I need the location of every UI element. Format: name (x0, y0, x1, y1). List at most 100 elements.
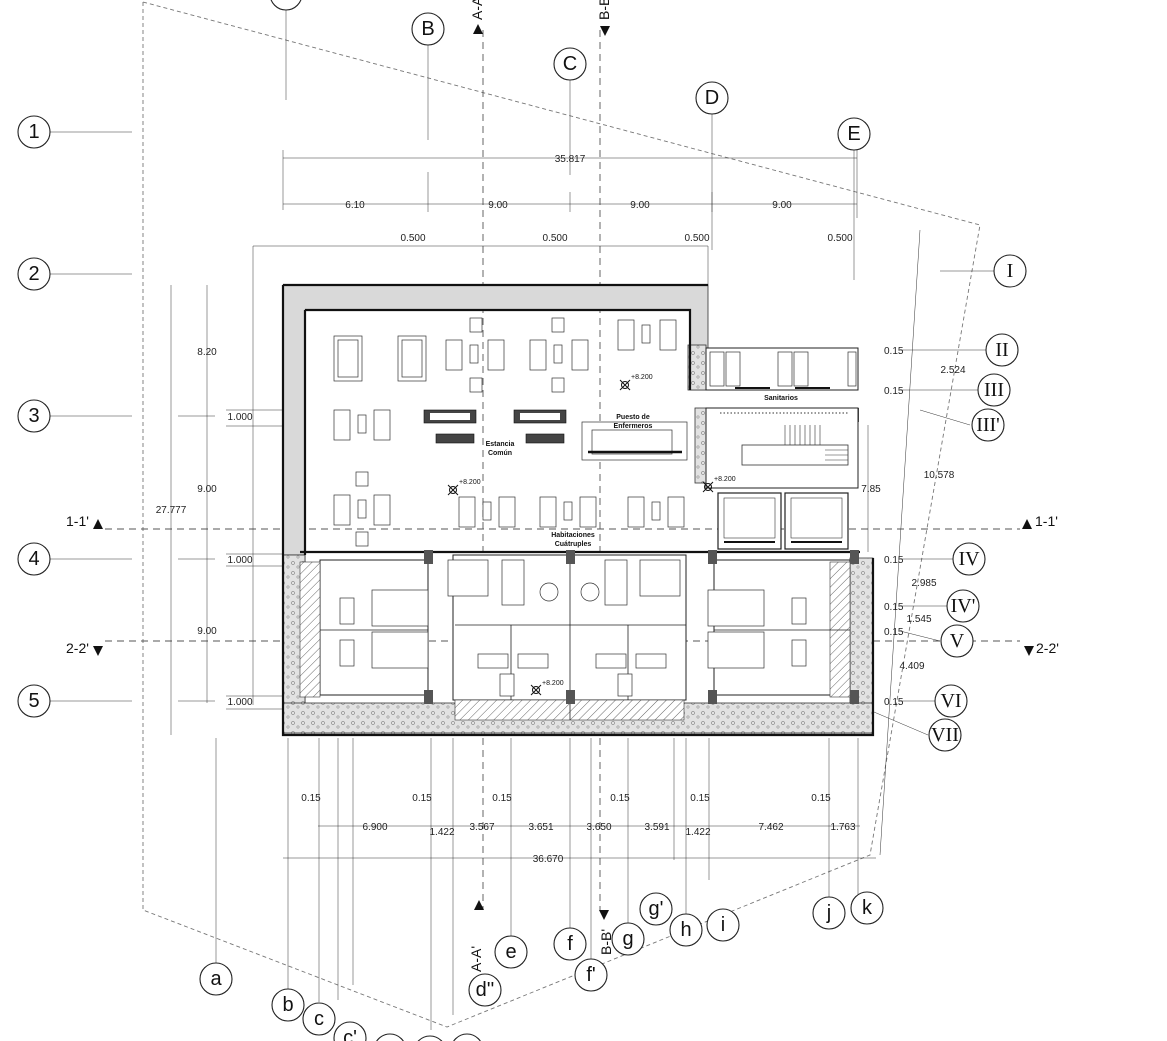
grid-bubbles-rows: 1 2 3 4 5 (17, 115, 51, 718)
grid-bubble-column (411, 12, 445, 46)
dim-total-left: 27.777 (156, 505, 187, 516)
room-label-puesto-line1: Puesto de (616, 414, 650, 421)
dim-span: 3.651 (528, 822, 553, 833)
grid-bubble-label: D (705, 87, 719, 109)
grid-bubble-label: c (314, 1008, 324, 1030)
dim-total-top: 35.817 (555, 154, 586, 165)
grid-bubble-label: III' (976, 414, 1000, 436)
room-label-habitaciones-line1: Habitaciones (551, 532, 595, 539)
dim-offset: 0.15 (884, 555, 904, 566)
dim-span: 1.422 (685, 827, 710, 838)
level-label: +8.200 (631, 374, 653, 381)
dim-span: 6.900 (362, 822, 387, 833)
dim-span: 8.20 (197, 347, 217, 358)
furniture (333, 317, 807, 697)
dim-span: 3.650 (586, 822, 611, 833)
level-markers: +8.200 +8.200 +8.200 +8.200 (447, 374, 736, 696)
dim-extra: 1.545 (906, 614, 931, 625)
grid-bubble-label: f' (586, 964, 595, 986)
dim-offset: 0.15 (690, 793, 710, 804)
room-label-estancia-line1: Estancia (486, 441, 515, 448)
grid-bubble-label: g (622, 928, 633, 950)
dim-extra: 2.524 (940, 365, 965, 376)
grid-bubble-label: d'' (476, 979, 495, 1001)
dim-offset: 0.15 (884, 386, 904, 397)
site-boundary (142, 1, 981, 1028)
dim-span: 9.00 (197, 484, 217, 495)
dim-offset: 0.15 (301, 793, 321, 804)
bottom-dimensions: 0.15 0.15 0.15 0.15 0.15 0.15 6.900 1.42… (301, 793, 856, 865)
dim-offset: 0.15 (884, 697, 904, 708)
dim-offset: 1.000 (227, 697, 252, 708)
dim-span: 1.422 (429, 827, 454, 838)
grid-bubbles-bottom: a b c c' d'' e f f' g g' h i j k (199, 891, 884, 1041)
room-label-habitaciones-line2: Cuátruples (555, 541, 592, 548)
dim-span: 3.567 (469, 822, 494, 833)
level-label: +8.200 (459, 479, 481, 486)
dim-offset: 0.500 (400, 233, 425, 244)
grid-bubble-label: 1 (28, 121, 39, 143)
grid-bubble-label: g' (649, 898, 664, 920)
grid-bubble-label: k (862, 897, 873, 919)
dim-total-bottom: 36.670 (533, 854, 564, 865)
grid-bubble-label: III (984, 379, 1004, 401)
section-label-1-right: 1-1' (1035, 513, 1058, 529)
grid-bubble-label: E (847, 123, 860, 145)
dim-offset: 0.15 (884, 627, 904, 638)
dim-total-right: 10.578 (924, 470, 955, 481)
grid-bubble-label: I (1007, 260, 1014, 282)
dim-span: 9.00 (772, 200, 792, 211)
level-label: +8.200 (542, 680, 564, 687)
level-label: +8.200 (714, 476, 736, 483)
grid-bubbles-columns: B C D E (270, 0, 871, 151)
grid-lines (50, 10, 994, 702)
dim-offset: 0.500 (684, 233, 709, 244)
room-labels: Sanitarios Puesto de Enfermeros Estancia… (486, 395, 798, 548)
dim-span: 6.10 (345, 200, 365, 211)
dim-span: 9.00 (630, 200, 650, 211)
room-label-puesto-line2: Enfermeros (614, 423, 653, 430)
grid-bubble-label: e (505, 941, 516, 963)
dim-stair: 7.85 (861, 484, 881, 495)
section-label-1-left: 1-1' (66, 513, 89, 529)
grid-bubble-label: 4 (28, 548, 39, 570)
section-label-aa-top: A-A' (469, 0, 485, 20)
grid-bubble-label: IV' (951, 595, 976, 617)
grid-bubble-label: j (826, 902, 831, 924)
top-dimensions: 35.817 6.10 9.00 9.00 9.00 0.500 0.500 0… (345, 154, 853, 244)
dim-offset: 0.15 (610, 793, 630, 804)
dim-span: 1.763 (830, 822, 855, 833)
grid-bubble-label: IV (958, 548, 980, 570)
dim-offset: 0.15 (412, 793, 432, 804)
grid-bubble-label: VI (940, 690, 961, 712)
grid-bubble-label: c' (343, 1027, 357, 1041)
grid-bubble-label: 2 (28, 263, 39, 285)
section-markers: A-A' B-B' 1-1' 1-1' 2-2' 2-2' A-A' B-B' (66, 0, 1059, 972)
dim-extra: 2.985 (911, 578, 936, 589)
room-label-sanitarios: Sanitarios (764, 395, 798, 402)
grid-bubble-label: V (950, 630, 965, 652)
grid-bubble-label: f (567, 933, 573, 955)
grid-bubbles-roman: I II III III' IV IV' V VI VII (928, 254, 1027, 752)
section-label-2-left: 2-2' (66, 640, 89, 656)
grid-bubble-label: 5 (28, 690, 39, 712)
grid-bubble-label: 3 (28, 405, 39, 427)
grid-bubble-label: VII (931, 724, 959, 746)
section-label-bb-top: B-B' (596, 0, 612, 20)
grid-bubble-label: i (721, 914, 725, 936)
grid-bubble-label: b (282, 994, 293, 1016)
dim-offset: 1.000 (227, 412, 252, 423)
dim-offset: 0.15 (884, 602, 904, 613)
dim-offset: 0.500 (542, 233, 567, 244)
dim-span: 9.00 (488, 200, 508, 211)
grid-bubble-label: II (995, 339, 1008, 361)
dimension-lines (170, 150, 986, 1030)
dim-offset: 0.500 (827, 233, 852, 244)
grid-bubble-label: C (563, 53, 577, 75)
section-label-bb-bottom: B-B' (598, 929, 614, 955)
grid-bubble-label: a (210, 968, 222, 990)
right-dimensions: 10.578 7.85 0.15 0.15 0.15 0.15 0.15 0.1… (861, 346, 966, 708)
dim-span: 3.591 (644, 822, 669, 833)
room-label-estancia-line2: Común (488, 450, 512, 457)
